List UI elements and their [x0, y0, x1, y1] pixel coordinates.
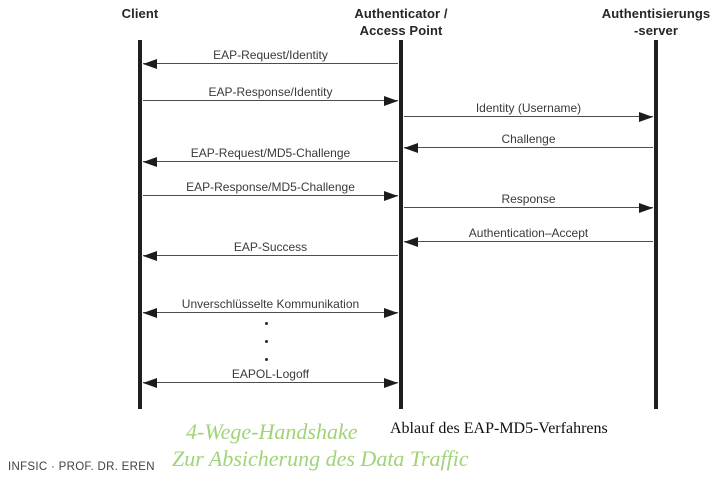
arrowhead-right-icon [384, 378, 398, 388]
message-label: EAP-Success [233, 240, 308, 254]
message-label: EAP-Request/MD5-Challenge [190, 146, 351, 160]
actor-label: Authentisierungs [601, 6, 711, 21]
arrowhead-left-icon [404, 237, 418, 247]
message-arrow: Response [404, 190, 653, 213]
message-label: EAPOL-Logoff [231, 367, 310, 381]
lifeline-authenticator [399, 40, 403, 409]
message-arrow: EAP-Response/Identity [143, 83, 398, 106]
arrowhead-left-icon [143, 157, 157, 167]
actor-header-auth_server: Authentisierungs -server [561, 5, 721, 39]
handshake-annotation-line1: 4-Wege-Handshake [186, 419, 358, 444]
actor-label: Client [121, 6, 159, 21]
arrowhead-right-icon [384, 96, 398, 106]
message-label: EAP-Request/Identity [213, 48, 328, 62]
message-line [143, 195, 398, 196]
message-arrow: Authentication–Accept [404, 224, 653, 247]
actor-label: Authenticator / [354, 6, 448, 21]
handshake-annotation: 4-Wege-Handshake Zur Absicherung des Dat… [172, 418, 469, 472]
arrowhead-right-icon [384, 308, 398, 318]
ellipsis-dot [265, 358, 268, 361]
message-arrow: EAP-Success [143, 238, 398, 261]
arrowhead-left-icon [143, 59, 157, 69]
arrowhead-left-icon [404, 143, 418, 153]
message-arrow: Identity (Username) [404, 99, 653, 122]
diagram-caption: Ablauf des EAP-MD5-Verfahrens [390, 420, 608, 437]
message-label: Response [501, 192, 556, 206]
message-line [143, 161, 398, 162]
handshake-annotation-line2: Zur Absicherung des Data Traffic [172, 446, 469, 471]
message-label: Challenge [501, 132, 556, 146]
message-label: Authentication–Accept [468, 226, 589, 240]
lifeline-client [138, 40, 142, 409]
message-line [143, 312, 398, 313]
actor-header-client: Client [45, 5, 235, 22]
message-label: Unverschlüsselte Kommunikation [181, 297, 360, 311]
footer-credit: INFSIC · PROF. DR. EREN [8, 461, 155, 473]
arrowhead-right-icon [639, 203, 653, 213]
message-label: Identity (Username) [475, 101, 582, 115]
arrowhead-left-icon [143, 308, 157, 318]
message-label: EAP-Response/MD5-Challenge [186, 180, 355, 194]
message-line [404, 147, 653, 148]
message-line [143, 100, 398, 101]
actor-header-authenticator: Authenticator / Access Point [306, 5, 496, 39]
ellipsis-dot [265, 340, 268, 343]
message-arrow: Challenge [404, 130, 653, 153]
message-line [404, 241, 653, 242]
message-arrow: EAP-Request/Identity [143, 46, 398, 69]
arrowhead-right-icon [384, 191, 398, 201]
lifeline-auth_server [654, 40, 658, 409]
message-arrow: EAP-Response/MD5-Challenge [143, 178, 398, 201]
message-line [404, 207, 653, 208]
actor-label: -server [633, 23, 679, 38]
message-line [143, 63, 398, 64]
ellipsis-dot [265, 322, 268, 325]
message-arrow: Unverschlüsselte Kommunikation [143, 295, 398, 318]
arrowhead-right-icon [639, 112, 653, 122]
arrowhead-left-icon [143, 251, 157, 261]
actor-label: Access Point [359, 23, 443, 38]
message-line [404, 116, 653, 117]
arrowhead-left-icon [143, 378, 157, 388]
message-arrow: EAP-Request/MD5-Challenge [143, 144, 398, 167]
message-label: EAP-Response/Identity [208, 85, 333, 99]
message-line [143, 382, 398, 383]
message-arrow: EAPOL-Logoff [143, 365, 398, 388]
message-line [143, 255, 398, 256]
